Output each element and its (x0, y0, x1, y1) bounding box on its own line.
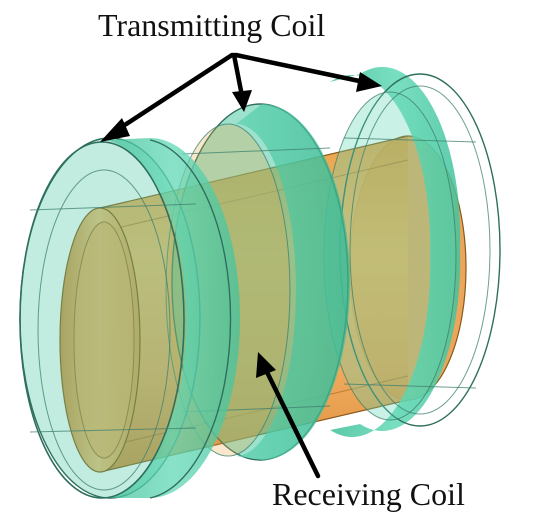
arrow-to-receiving-coil (263, 367, 321, 479)
transmitting-coil-label: Transmitting Coil (98, 7, 325, 43)
receiving-coil-label: Receiving Coil (272, 476, 465, 512)
transmitting-coil-1-front-rim (19, 141, 185, 499)
arrow-to-coil-3 (233, 52, 367, 85)
arrow-to-coil-2 (231, 52, 245, 99)
transmitting-coil-3-seam-top (343, 137, 477, 143)
transmitting-coil-1-back-rim (149, 139, 232, 499)
transmitting-coil-3-inner-edge (349, 85, 491, 415)
receiving-coil-front-inner (73, 221, 135, 459)
transmitting-coil-1-inner-rim (37, 169, 171, 491)
transmitting-coil-3-seam-bottom (343, 383, 477, 389)
transmitting-coil-1-seam-bottom (29, 427, 197, 433)
arrow-head-coil-3 (356, 72, 382, 92)
transmitting-coil-3-band (330, 66, 461, 438)
transmitting-coil-3 (323, 66, 501, 438)
transmitting-arrows (100, 52, 382, 142)
arrow-head-coil-2 (232, 90, 252, 112)
arrow-head-coil-1 (100, 118, 130, 142)
transmitting-coil-2-seam-top (181, 147, 331, 155)
receiving-arrow (256, 352, 321, 479)
transmitting-coil-1-seam-top (29, 203, 197, 211)
transmitting-coil-2-band (236, 104, 350, 460)
transmitting-coil-1-band (106, 138, 240, 498)
arrow-to-coil-1 (111, 52, 235, 135)
arrow-head-receiving (256, 352, 276, 378)
transmitting-coil-1 (19, 137, 240, 499)
